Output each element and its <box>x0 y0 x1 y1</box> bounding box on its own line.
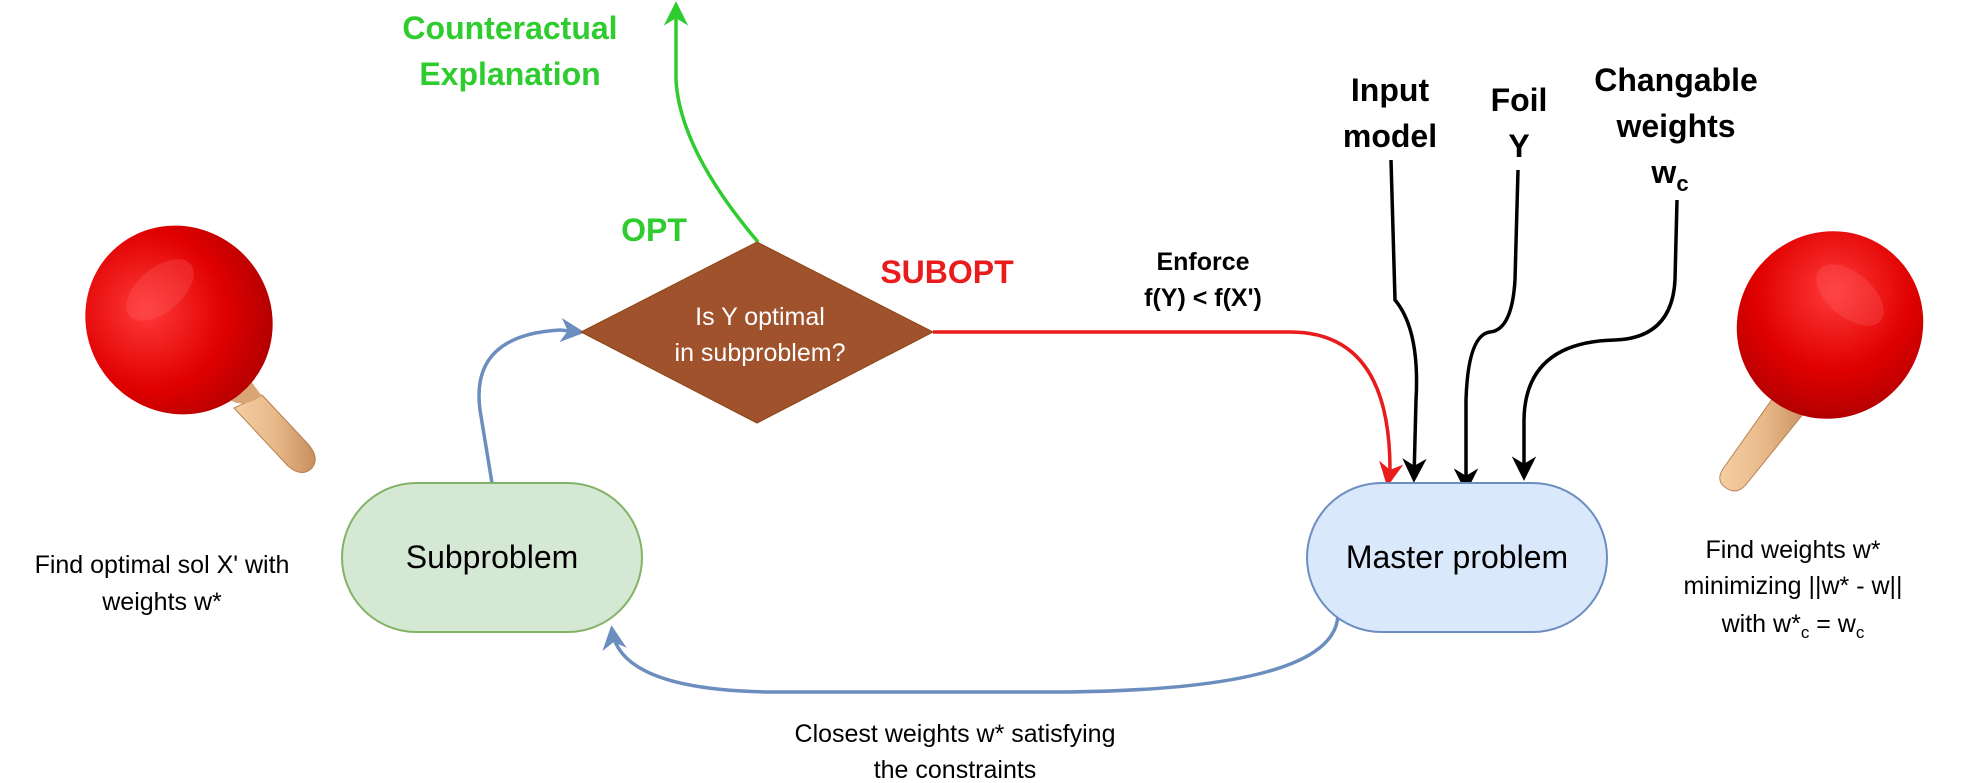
right-ping-pong-paddle-icon <box>1719 231 1924 492</box>
subopt-label: SUBOPT <box>880 254 1014 290</box>
left-ping-pong-paddle-icon <box>85 225 316 473</box>
edge-decision-to-master <box>933 330 1404 487</box>
right-caption-line3: with w*c = wc <box>1721 610 1865 642</box>
subproblem-node: Subproblem <box>341 482 643 633</box>
edge-subproblem-to-decision <box>477 317 585 484</box>
edge-input-model-to-master <box>1389 159 1427 483</box>
changable-weights-label-line1: Changable <box>1594 62 1758 98</box>
decision-label-line1: Is Y optimal <box>695 303 825 331</box>
edge-changable-weights-to-master <box>1511 199 1679 481</box>
changable-weights-label-line2: weights <box>1615 108 1735 144</box>
changable-weights-label-line3: wc <box>1650 154 1688 196</box>
master-problem-label: Master problem <box>1346 539 1568 575</box>
foil-label-line2: Y <box>1508 128 1529 164</box>
decision-node: Is Y optimal in subproblem? <box>579 241 935 424</box>
input-model-label-line1: Input <box>1351 72 1430 108</box>
edge-foil-to-master <box>1453 169 1520 493</box>
enforce-label-line1: Enforce <box>1156 248 1249 276</box>
closest-weights-label-line2: the constraints <box>874 756 1037 783</box>
decision-label-line2: in subproblem? <box>675 339 846 367</box>
closest-weights-label-line1: Closest weights w* satisfying <box>795 720 1116 748</box>
left-caption-line2: weights w* <box>101 588 222 616</box>
subproblem-label: Subproblem <box>406 539 579 575</box>
right-caption-line2: minimizing ||w* - w|| <box>1683 572 1902 600</box>
edge-decision-to-counterfactual <box>663 1 760 244</box>
left-caption-line1: Find optimal sol X' with <box>35 551 290 579</box>
opt-label: OPT <box>621 212 687 248</box>
counterfactual-label-line2: Explanation <box>419 56 600 92</box>
counterfactual-label-line1: Counteractual <box>402 10 617 46</box>
enforce-label-line2: f(Y) < f(X') <box>1144 284 1262 312</box>
input-model-label-line2: model <box>1343 118 1437 154</box>
edge-master-to-subproblem <box>602 614 1340 694</box>
right-caption-line1: Find weights w* <box>1705 536 1880 564</box>
master-problem-node: Master problem <box>1306 482 1608 633</box>
foil-label-line1: Foil <box>1491 82 1548 118</box>
